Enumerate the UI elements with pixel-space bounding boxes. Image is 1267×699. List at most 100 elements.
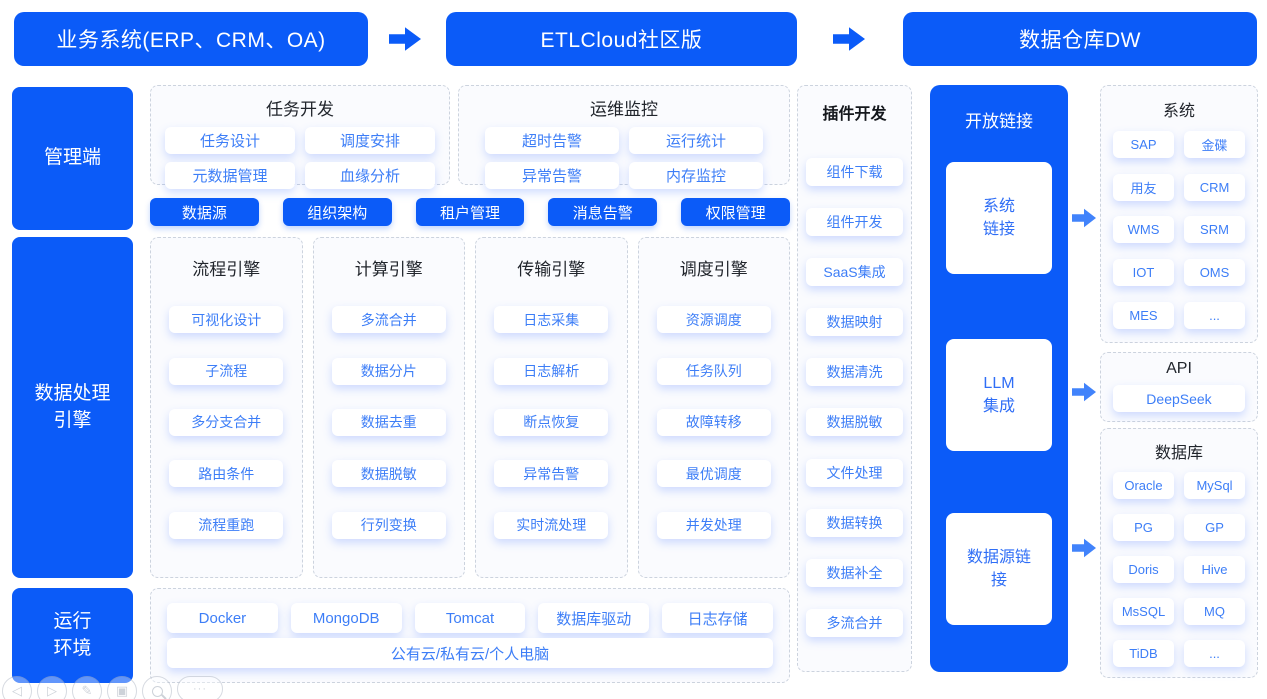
panel-task-development: 任务开发 任务设计调度安排元数据管理血缘分析 (150, 85, 450, 189)
feature-chip: 数据去重 (331, 408, 446, 436)
admin-module-button: 消息告警 (548, 198, 658, 226)
rail-admin-side: 管理端 (12, 87, 133, 230)
flow-arrow-icon (833, 27, 865, 51)
admin-module-button: 数据源 (150, 198, 259, 226)
link-arrow-icon (1072, 382, 1096, 402)
zoom-magnifier-icon[interactable] (142, 676, 172, 699)
system-chip: MES (1113, 302, 1174, 330)
prev-icon[interactable]: ◁ (2, 676, 32, 699)
admin-module-button: 租户管理 (415, 198, 525, 226)
runtime-chip: Docker (167, 603, 278, 633)
plugin-chip: 数据映射 (806, 308, 903, 337)
plugin-chip: 文件处理 (806, 458, 903, 487)
panel-ops-monitoring: 运维监控 超时告警运行统计异常告警内存监控 (458, 85, 790, 189)
system-chip: ... (1184, 302, 1245, 330)
engines-row: 流程引擎 可视化设计子流程多分支合并路由条件流程重跑 计算引擎 多流合并数据分片… (150, 237, 790, 578)
feature-chip: 日志解析 (494, 357, 609, 385)
panel-flow-engine: 流程引擎 可视化设计子流程多分支合并路由条件流程重跑 (150, 237, 303, 578)
banner-data-warehouse: 数据仓库DW (903, 12, 1257, 66)
feature-chip: 并发处理 (656, 511, 771, 539)
feature-chip: 多分支合并 (169, 408, 284, 436)
database-chip: GP (1184, 514, 1245, 541)
feature-chip: 实时流处理 (494, 511, 609, 539)
capture-icon[interactable]: ▣ (107, 676, 137, 699)
system-chip: IOT (1113, 259, 1174, 287)
feature-chip: 最优调度 (656, 460, 771, 488)
runtime-chip: 数据库驱动 (538, 603, 650, 633)
feature-chip: 资源调度 (656, 306, 771, 334)
system-chip: 用友 (1113, 173, 1174, 201)
runtime-cloud-item: 公有云/私有云/个人电脑 (167, 638, 773, 668)
panel-title: 插件开发 (822, 106, 887, 123)
system-chip: OMS (1184, 259, 1245, 287)
engine-items: 多流合并数据分片数据去重数据脱敏行列变换 (324, 282, 455, 563)
panel-title: 运维监控 (590, 100, 658, 119)
database-chip: MsSQL (1113, 598, 1174, 625)
panel-transfer-engine: 传输引擎 日志采集日志解析断点恢复异常告警实时流处理 (475, 237, 628, 578)
plugin-chip: 多流合并 (806, 608, 903, 637)
plugin-chip: 数据清洗 (806, 358, 903, 387)
feature-chip: 流程重跑 (169, 511, 284, 539)
feature-chip: 可视化设计 (169, 306, 284, 334)
plugin-chip: 数据转换 (806, 508, 903, 537)
system-chip: CRM (1184, 173, 1245, 201)
database-chip: Doris (1113, 556, 1174, 583)
database-chip: Oracle (1113, 472, 1174, 499)
edit-pencil-icon[interactable]: ✎ (72, 676, 102, 699)
admin-module-button: 组织架构 (282, 198, 392, 226)
database-chip: MySql (1184, 472, 1245, 499)
api-items: DeepSeek (1113, 385, 1245, 412)
feature-chip: 元数据管理 (165, 162, 295, 189)
feature-chip: 数据脱敏 (331, 460, 446, 488)
feature-chip: 运行统计 (629, 127, 763, 154)
viewer-toolbar: ◁ ▷ ✎ ▣ ··· (2, 676, 223, 699)
runtime-chip: Tomcat (414, 603, 526, 633)
panel-title: 数据库 (1154, 445, 1203, 462)
feature-chip: 多流合并 (331, 306, 446, 334)
link-arrow-icon (1072, 208, 1096, 228)
engine-items: 日志采集日志解析断点恢复异常告警实时流处理 (486, 282, 617, 563)
more-options-pill[interactable]: ··· (177, 676, 223, 699)
next-icon[interactable]: ▷ (37, 676, 67, 699)
feature-chip: 任务队列 (656, 357, 771, 385)
runtime-chip: 日志存储 (662, 603, 773, 633)
runtime-chip: MongoDB (290, 603, 402, 633)
column-open-link: 开放链接 系统 链接 LLM 集成 数据源链 接 (930, 85, 1068, 672)
database-chip: ... (1184, 640, 1245, 667)
panel-title: 传输引擎 (517, 260, 586, 279)
database-chip: Hive (1184, 556, 1245, 583)
panel-target-api: API DeepSeek (1100, 352, 1258, 422)
plugin-chip: 组件开发 (806, 208, 903, 237)
panel-title: API (1166, 360, 1192, 377)
task-dev-items: 任务设计调度安排元数据管理血缘分析 (165, 127, 435, 189)
runtime-chip: 公有云/私有云/个人电脑 (167, 638, 773, 668)
magnifier-glyph (151, 685, 163, 697)
feature-chip: 超时告警 (485, 127, 619, 154)
panel-runtime-environment: Docker MongoDB Tomcat 数据库驱动日志存储 公有云/私有云/个人电… (150, 588, 790, 683)
link-arrow-icon (1072, 538, 1096, 558)
plugin-chip: 组件下载 (806, 158, 903, 187)
plugin-chip: 数据脱敏 (806, 408, 903, 437)
feature-chip: 故障转移 (656, 408, 771, 436)
feature-chip: 子流程 (169, 357, 284, 385)
open-link-system-link: 系统 链接 (946, 162, 1052, 274)
plugin-chip: 数据补全 (806, 558, 903, 587)
database-chip: MQ (1184, 598, 1245, 625)
engine-items: 可视化设计子流程多分支合并路由条件流程重跑 (161, 282, 292, 563)
feature-chip: 行列变换 (331, 511, 446, 539)
banner-etlcloud: ETLCloud社区版 (446, 12, 797, 66)
feature-chip: 调度安排 (305, 127, 435, 154)
feature-chip: 血缘分析 (305, 162, 435, 189)
banner-business-systems: 业务系统(ERP、CRM、OA) (14, 12, 368, 66)
system-chip: SAP (1113, 130, 1174, 158)
open-link-llm-integration: LLM 集成 (946, 339, 1052, 451)
feature-chip: 异常告警 (485, 162, 619, 189)
system-chip: 金碟 (1184, 130, 1245, 158)
panel-title: 任务开发 (266, 100, 334, 119)
feature-chip: 路由条件 (169, 460, 284, 488)
feature-chip: 任务设计 (165, 127, 295, 154)
